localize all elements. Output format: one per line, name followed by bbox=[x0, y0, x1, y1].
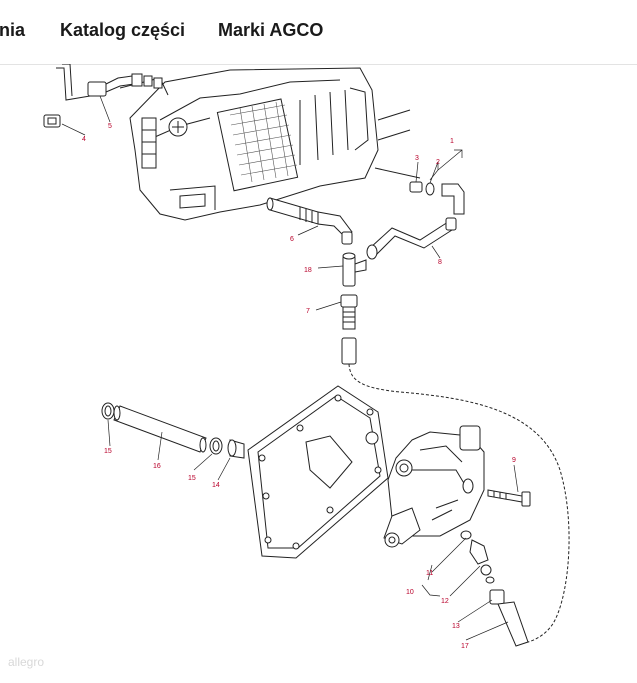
label-4: 4 bbox=[82, 136, 86, 143]
label-1: 1 bbox=[450, 138, 454, 145]
parts-14-15-16-tube bbox=[101, 402, 245, 459]
label-15a: 15 bbox=[104, 448, 112, 455]
callout-labels: 1 2 3 4 5 6 7 8 9 10 11 12 13 14 15 15 1… bbox=[82, 123, 516, 650]
label-7: 7 bbox=[306, 308, 310, 315]
flexible-hose-path bbox=[348, 363, 570, 643]
transmission-housing bbox=[119, 67, 421, 221]
top-navigation-bar: nia Katalog części Marki AGCO bbox=[0, 0, 637, 65]
label-12: 12 bbox=[441, 598, 449, 605]
label-13: 13 bbox=[452, 623, 460, 630]
hose-sleeve bbox=[341, 337, 357, 365]
label-3: 3 bbox=[415, 155, 419, 162]
hydraulic-pump bbox=[383, 425, 485, 548]
nav-item-partial[interactable]: nia bbox=[0, 20, 26, 40]
label-14: 14 bbox=[212, 482, 220, 489]
part-8-pipe bbox=[366, 217, 457, 260]
label-2: 2 bbox=[436, 159, 440, 166]
cover-plate bbox=[247, 385, 389, 559]
label-18: 18 bbox=[304, 267, 312, 274]
nav-item-parts-catalog[interactable]: Katalog części bbox=[60, 20, 186, 40]
label-16: 16 bbox=[153, 463, 161, 470]
part-5-pipe bbox=[56, 64, 163, 101]
part-9-bolt bbox=[487, 489, 531, 507]
part-6-hose bbox=[266, 197, 353, 245]
exploded-parts-diagram: 1 2 3 4 5 6 7 8 9 10 11 12 13 14 15 15 1… bbox=[43, 64, 570, 650]
label-8: 8 bbox=[438, 259, 442, 266]
parts-11-12-13-17 bbox=[460, 530, 529, 647]
nav-item-agco-brands[interactable]: Marki AGCO bbox=[218, 20, 324, 40]
leader-lines bbox=[61, 95, 519, 641]
part-4-clamp bbox=[43, 114, 61, 128]
label-5: 5 bbox=[108, 123, 112, 130]
label-11: 11 bbox=[426, 570, 433, 577]
part-7-adapter bbox=[340, 294, 358, 330]
label-9: 9 bbox=[512, 457, 516, 464]
parts-1-2-3-fittings bbox=[409, 181, 465, 215]
label-15b: 15 bbox=[188, 475, 196, 482]
watermark: allegro bbox=[8, 655, 45, 669]
label-10: 10 bbox=[406, 589, 414, 596]
label-6: 6 bbox=[290, 236, 294, 243]
part-18-tee-fitting bbox=[342, 252, 367, 287]
label-17: 17 bbox=[461, 643, 469, 650]
